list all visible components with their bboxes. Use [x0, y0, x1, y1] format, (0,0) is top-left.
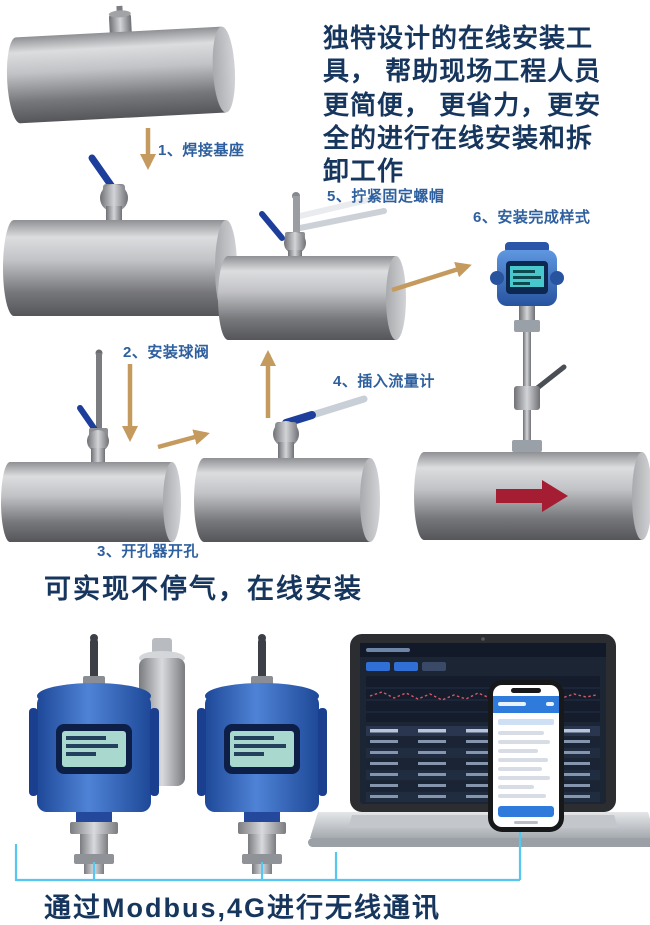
phone-notch: [511, 688, 541, 693]
webcam-icon: [481, 637, 485, 641]
step5-pipe-with-tightening-tool: [218, 192, 406, 340]
arrow-step3-to-4: [157, 429, 210, 450]
intro-line-4: 全的进行在线安装和拆: [323, 122, 594, 153]
valve-lever-grip: [282, 411, 316, 427]
dashboard-button: [394, 662, 418, 671]
gas-detector-2: [197, 634, 327, 874]
flow-direction-arrow: [496, 480, 568, 512]
step-label-5: 5、拧紧固定螺帽: [327, 188, 445, 205]
step3-pipe-with-hole-opener: [1, 349, 181, 542]
dashboard-button: [422, 662, 446, 671]
tool-handle: [297, 194, 383, 219]
phone-app-header: [493, 696, 559, 713]
step1-pipe-with-welded-base: [6, 5, 236, 124]
arrow-step5-to-6: [391, 261, 472, 293]
intro-line-1: 独特设计的在线安装工: [323, 23, 594, 53]
intro-line-3: 更简便， 更省力，更安: [323, 89, 602, 120]
phone-home-indicator: [514, 821, 538, 824]
step2-pipe-with-ball-valve: [3, 154, 237, 316]
laptop: [308, 634, 650, 847]
step6-installed-flowmeter: [414, 242, 650, 540]
antenna-icon: [258, 638, 266, 680]
dashboard-button: [366, 662, 390, 671]
step-label-3: 3、开孔器开孔: [97, 543, 199, 560]
valve-handle-blue: [88, 154, 117, 192]
intro-text: 独特设计的在线安装工 具， 帮助现场工程人员 更简便， 更省力，更安 全的进行在…: [323, 22, 650, 188]
step-label-1: 1、焊接基座: [158, 142, 245, 159]
step-label-2: 2、安装球阀: [123, 344, 210, 361]
step-label-4: 4、插入流量计: [333, 373, 435, 390]
step-label-6: 6、安装完成样式: [473, 209, 591, 226]
antenna-icon: [90, 638, 98, 680]
intro-line-5: 卸工作: [323, 156, 405, 187]
phone-action-button: [498, 806, 554, 817]
gas-detector-1: [29, 634, 159, 874]
intro-line-2: 具， 帮助现场工程人员: [323, 56, 602, 87]
dashboard-chart: [366, 676, 600, 722]
installation-steps-illustration: [1, 5, 650, 542]
caption-online-install: 可实现不停气，在线安装: [44, 574, 363, 604]
wireless-communication-illustration: [14, 634, 650, 882]
workflow-arrows: [122, 128, 472, 450]
phone: [488, 680, 564, 832]
tool-handle: [297, 208, 387, 231]
valve-handle-blue: [259, 211, 285, 241]
caption-communication: 通过Modbus,4G进行无线通讯: [44, 893, 441, 923]
step4-pipe-with-open-valve: [194, 395, 380, 542]
connection-wires: [14, 830, 522, 882]
